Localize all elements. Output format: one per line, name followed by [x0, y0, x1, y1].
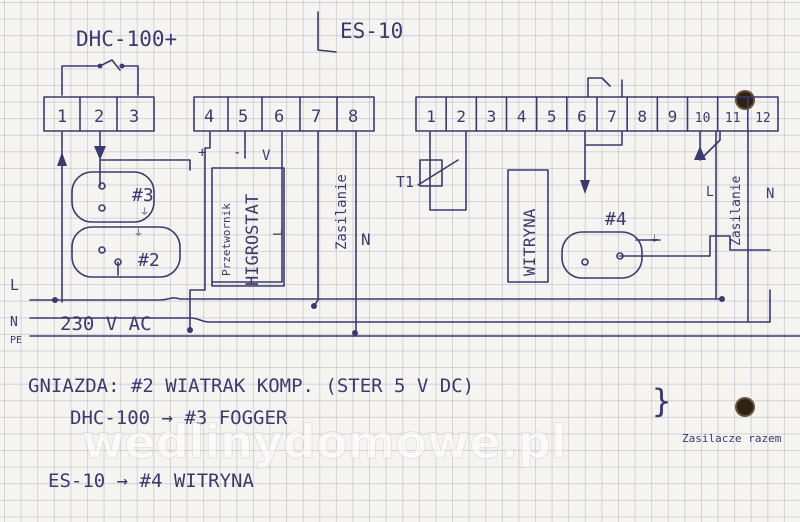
terminal-label: 1	[426, 107, 436, 126]
relay-contact-symbol	[61, 59, 139, 96]
punch-hole-bottom	[735, 397, 755, 417]
mains-voltage-label: 230 V AC	[60, 313, 152, 335]
arrow-up-icon	[694, 146, 706, 160]
mains-l-label: L	[10, 276, 19, 294]
terminal-label: 6	[274, 107, 284, 127]
relay-contact-dot-right	[119, 63, 125, 69]
mains-pe-label: PE	[10, 335, 22, 346]
dhc-terminal-block-left: 1 2 3	[43, 96, 155, 132]
terminal-label: 5	[547, 107, 557, 126]
terminal-label: 4	[204, 107, 214, 127]
terminal-label: 5	[238, 107, 248, 127]
dhc-title: DHC-100+	[76, 27, 177, 51]
es-zasilanie-label: Zasilanie	[729, 175, 744, 246]
terminal-label: 10	[695, 111, 711, 126]
socket-4-label: #4	[605, 209, 627, 230]
arrow-up-icon	[57, 152, 67, 166]
earth-mark: ⏚	[140, 207, 149, 218]
terminal-label: 8	[637, 107, 647, 126]
earth-mark: ⏚	[134, 228, 143, 239]
relay-contact-dot-left	[97, 63, 103, 69]
arrow-down-icon	[94, 146, 106, 160]
hygrostat-l-label: L	[271, 229, 285, 236]
sensor-t1-label: T1	[396, 173, 414, 191]
witryna-box	[507, 169, 549, 283]
terminal-label: 1	[57, 107, 67, 127]
junction-dot	[187, 327, 193, 333]
junction-dot	[52, 297, 58, 303]
legend-line-1: GNIAZDA: #2 WIATRAK KOMP. (STER 5 V DC)	[28, 375, 474, 397]
es-relay-wires	[584, 77, 623, 191]
socket-2-label: #2	[138, 250, 160, 271]
punch-hole-top	[735, 90, 755, 110]
terminal-label: 11	[725, 111, 741, 126]
sensor-t1-body	[419, 159, 443, 187]
socket-4: #4 ⏚	[561, 209, 659, 279]
hygrostat-wires	[189, 130, 283, 331]
watermark-text: wedlinydomowe.pl	[82, 415, 567, 469]
polarity-v: V	[262, 148, 271, 164]
terminal-label: 8	[348, 107, 358, 127]
es-n-label: N	[766, 186, 774, 202]
dhc-terminal-block-right: 4 5 6 7 8	[193, 96, 375, 132]
terminal-label: 4	[517, 107, 527, 126]
legend-line-3: ES-10 → #4 WITRYNA	[48, 470, 254, 492]
arrow-down-icon	[580, 180, 590, 194]
witryna-label: WITRYNA	[520, 208, 539, 276]
legend-note: Zasilacze razem	[682, 432, 782, 445]
mains-n-label: N	[10, 315, 18, 330]
terminal-label: 3	[487, 107, 497, 126]
terminal-label: 2	[94, 107, 104, 127]
terminal-label: 7	[607, 107, 617, 126]
polarity-plus: +	[198, 145, 206, 161]
es-title-bracket	[317, 11, 337, 53]
es-title: ES-10	[340, 19, 403, 43]
hygrostat-box	[211, 167, 285, 287]
dhc-n-label: N	[361, 230, 371, 249]
terminal-label: 2	[456, 107, 466, 126]
legend-brace: }	[652, 382, 671, 420]
socket-2: #2 ⏚	[71, 226, 181, 278]
hygrostat-label-2: HIGROSTAT	[243, 194, 263, 286]
terminal-label: 9	[668, 107, 678, 126]
terminal-label: 6	[577, 107, 587, 126]
junction-dot	[352, 330, 358, 336]
dhc-zasilanie-label: Zasilanie	[334, 174, 350, 250]
socket-3: #3 ⏚	[71, 171, 155, 223]
mains-bus	[29, 289, 800, 337]
es-power-leads	[699, 130, 749, 323]
junction-dot	[719, 296, 725, 302]
sensor-t1-wires	[417, 130, 467, 211]
junction-dot	[311, 303, 317, 309]
legend-line-2: DHC-100 → #3 FOGGER	[70, 407, 288, 429]
socket-4-wires	[619, 235, 771, 257]
terminal-label: 3	[129, 107, 139, 127]
es-l-label: L	[706, 185, 714, 200]
socket-3-label: #3	[132, 185, 154, 206]
polarity-minus: -	[233, 145, 241, 161]
hygrostat-label-1: Przetwornik	[220, 203, 233, 276]
terminal-label: 12	[755, 111, 771, 126]
terminal-label: 7	[311, 107, 321, 127]
